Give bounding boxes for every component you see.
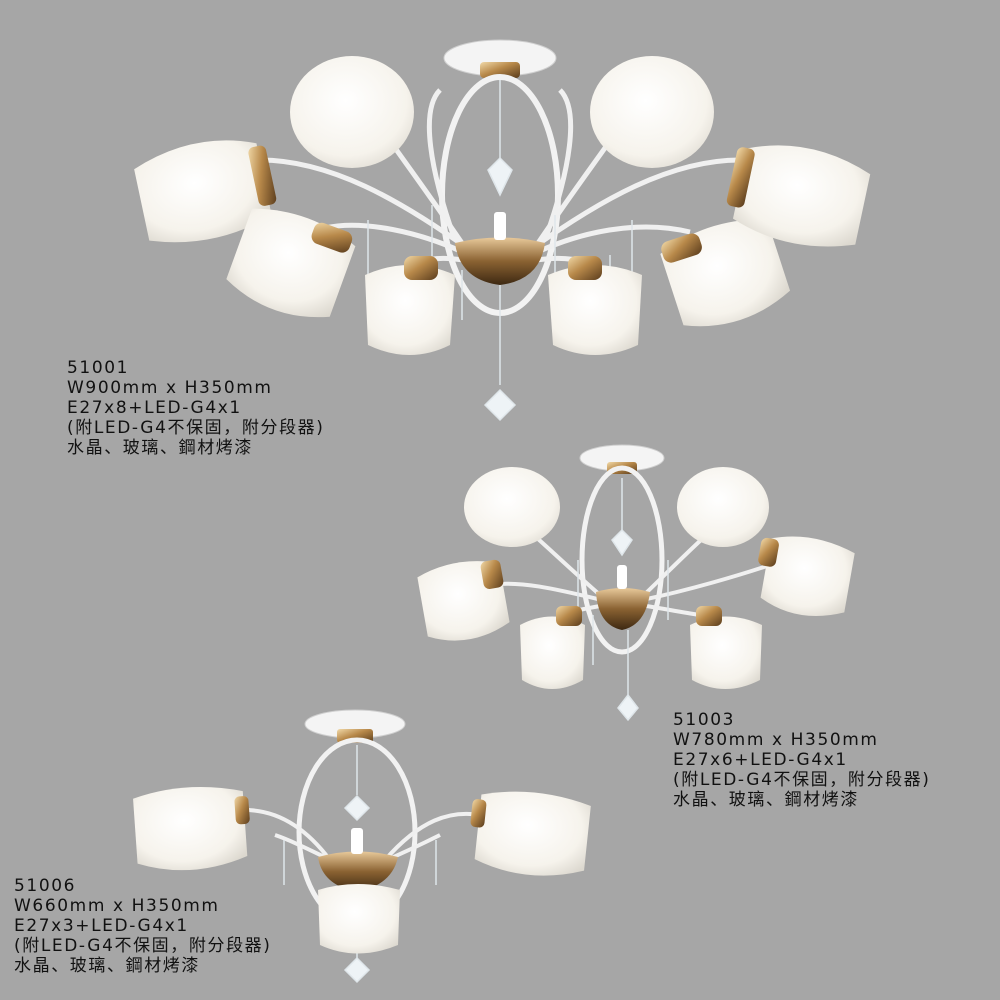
- product-spec-51003: 51003 W780mm x H350mm E27x6+LED-G4x1 (附L…: [673, 710, 931, 810]
- warranty-note: (附LED-G4不保固，附分段器): [14, 936, 272, 956]
- dimensions: W660mm x H350mm: [14, 896, 220, 916]
- product-spec-51006: 51006 W660mm x H350mm E27x3+LED-G4x1 (附L…: [14, 876, 272, 976]
- chandelier-51001: [134, 39, 871, 422]
- product-spec-51001: 51001 W900mm x H350mm E27x8+LED-G4x1 (附L…: [67, 358, 325, 458]
- model-number: 51006: [14, 876, 77, 896]
- chandelier-51006: [133, 709, 591, 984]
- materials: 水晶、玻璃、鋼材烤漆: [67, 438, 253, 458]
- dimensions: W780mm x H350mm: [673, 730, 879, 750]
- warranty-note: (附LED-G4不保固，附分段器): [67, 418, 325, 438]
- model-number: 51001: [67, 358, 130, 378]
- materials: 水晶、玻璃、鋼材烤漆: [14, 956, 200, 976]
- materials: 水晶、玻璃、鋼材烤漆: [673, 790, 859, 810]
- warranty-note: (附LED-G4不保固，附分段器): [673, 770, 931, 790]
- bulb-spec: E27x3+LED-G4x1: [14, 916, 189, 936]
- bulb-spec: E27x6+LED-G4x1: [673, 750, 848, 770]
- model-number: 51003: [673, 710, 736, 730]
- bulb-spec: E27x8+LED-G4x1: [67, 398, 242, 418]
- chandelier-51003: [417, 444, 855, 722]
- dimensions: W900mm x H350mm: [67, 378, 273, 398]
